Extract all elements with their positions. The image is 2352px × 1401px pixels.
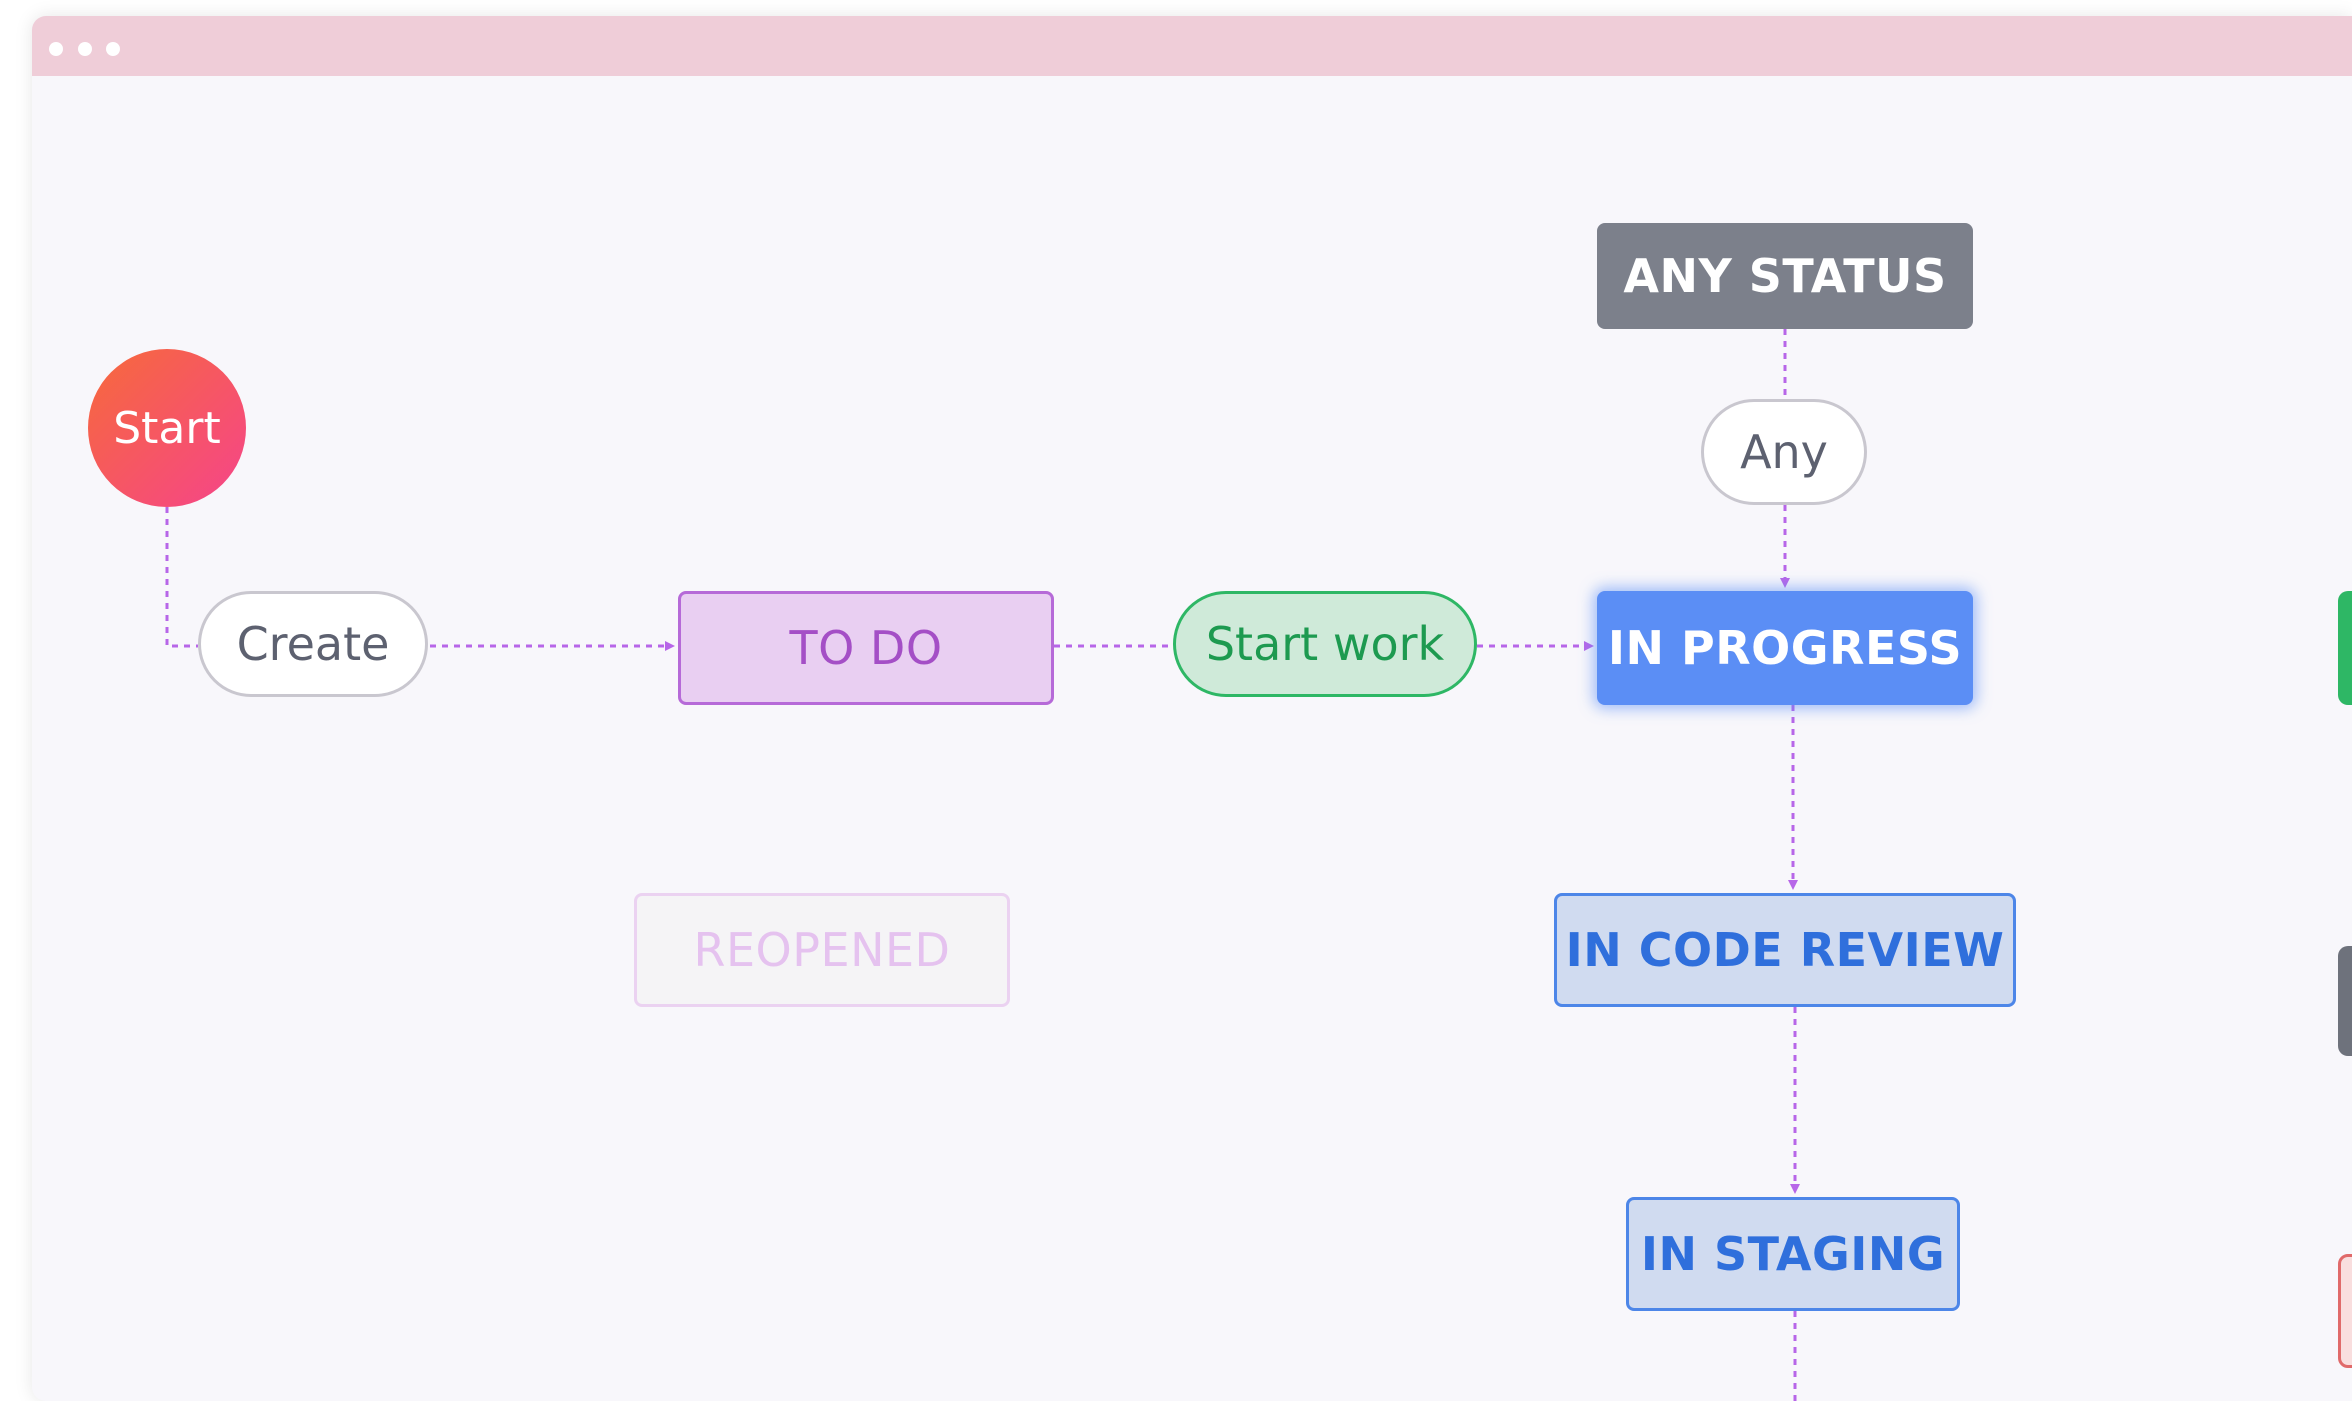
window-dot-icon [78, 42, 92, 56]
connector-start-create [165, 507, 198, 648]
start-node[interactable]: Start [88, 349, 246, 507]
status-todo[interactable]: TO DO [678, 591, 1054, 705]
window-dot-icon [49, 42, 63, 56]
transition-any-label: Any [1740, 425, 1828, 479]
status-todo-label: TO DO [789, 621, 943, 675]
status-offscreen-gray[interactable] [2338, 946, 2352, 1056]
window-titlebar [32, 16, 2352, 76]
status-offscreen-red[interactable] [2338, 1254, 2352, 1368]
transition-any[interactable]: Any [1701, 399, 1867, 505]
connector-layer [165, 329, 1800, 1401]
transition-create-label: Create [236, 617, 390, 671]
window-dot-icon [106, 42, 120, 56]
transition-start-work-label: Start work [1205, 617, 1445, 671]
transition-create[interactable]: Create [198, 591, 428, 697]
status-reopened-label: REOPENED [693, 923, 951, 977]
status-any-status[interactable]: ANY STATUS [1597, 223, 1973, 329]
status-reopened[interactable]: REOPENED [634, 893, 1010, 1007]
start-label: Start [113, 402, 221, 454]
status-in-progress-label: IN PROGRESS [1607, 621, 1963, 675]
status-in-code-review-label: IN CODE REVIEW [1565, 923, 2005, 977]
transition-start-work[interactable]: Start work [1173, 591, 1477, 697]
status-in-code-review[interactable]: IN CODE REVIEW [1554, 893, 2016, 1007]
status-in-staging[interactable]: IN STAGING [1626, 1197, 1960, 1311]
status-offscreen-green[interactable] [2338, 591, 2352, 705]
status-in-progress[interactable]: IN PROGRESS [1597, 591, 1973, 705]
status-in-staging-label: IN STAGING [1640, 1227, 1946, 1281]
workflow-canvas: Start Create TO DO Start work ANY STATUS… [32, 16, 2352, 1401]
status-any-status-label: ANY STATUS [1623, 249, 1947, 303]
workflow-window: Start Create TO DO Start work ANY STATUS… [32, 16, 2352, 1401]
